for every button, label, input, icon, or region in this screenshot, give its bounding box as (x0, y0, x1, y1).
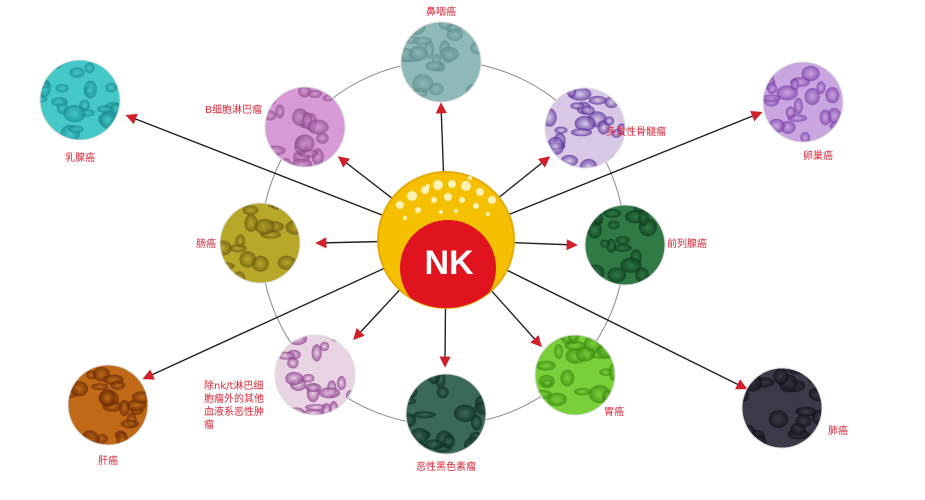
cell-image-ovarian (762, 61, 844, 143)
arrow-to-ovarian (501, 110, 763, 219)
label-nasopharyngeal: 鼻咽癌 (426, 7, 456, 18)
label-gastric: 胃癌 (604, 407, 624, 418)
arrow-to-nasopharyngeal (435, 102, 447, 181)
arrow-to-colorectal (315, 237, 387, 249)
cell-image-other-blood (274, 334, 356, 416)
label-multiple-myeloma: 多发性骨髓瘤 (606, 127, 666, 138)
label-lung: 肺癌 (828, 426, 848, 437)
arrow-to-prostate (505, 239, 578, 251)
label-colorectal: 肠癌 (196, 239, 216, 250)
arrow-to-melanoma (439, 299, 451, 368)
arrow-to-lung (499, 265, 748, 390)
arrow-to-breast (125, 113, 391, 219)
cell-image-melanoma (405, 373, 487, 455)
nk-inner-circle (400, 220, 496, 308)
arrow-to-other-blood (353, 283, 406, 341)
label-prostate: 前列腺癌 (667, 239, 707, 250)
cell-image-b-cell-lymphoma (264, 86, 346, 168)
label-breast: 乳腺癌 (65, 153, 95, 164)
cell-image-lung (741, 367, 823, 449)
nk-cell (377, 171, 515, 309)
label-ovarian: 卵巢癌 (803, 151, 833, 162)
label-other-blood: 除nk/t淋巴细胞瘤外的其他血液系恶性肿瘤 (204, 381, 264, 431)
cell-image-prostate (584, 204, 666, 286)
arrow-to-multiple-myeloma (492, 156, 551, 203)
label-liver: 肝癌 (98, 456, 118, 467)
nk-bubbles (396, 176, 496, 220)
label-melanoma: 恶性黑色素瘤 (416, 462, 476, 473)
arrow-to-liver (142, 264, 392, 380)
cell-image-gastric (534, 334, 616, 416)
cell-image-nasopharyngeal (400, 21, 482, 103)
cell-image-breast (39, 59, 121, 141)
arrow-to-gastric (485, 284, 542, 348)
nk-label: NK (424, 244, 474, 282)
arrow-to-b-cell-lymphoma (337, 156, 399, 204)
cell-image-colorectal (219, 202, 301, 284)
cell-image-multiple-myeloma (544, 87, 626, 169)
cell-image-liver (67, 364, 149, 446)
label-b-cell-lymphoma: B细胞淋巴瘤 (205, 105, 262, 116)
